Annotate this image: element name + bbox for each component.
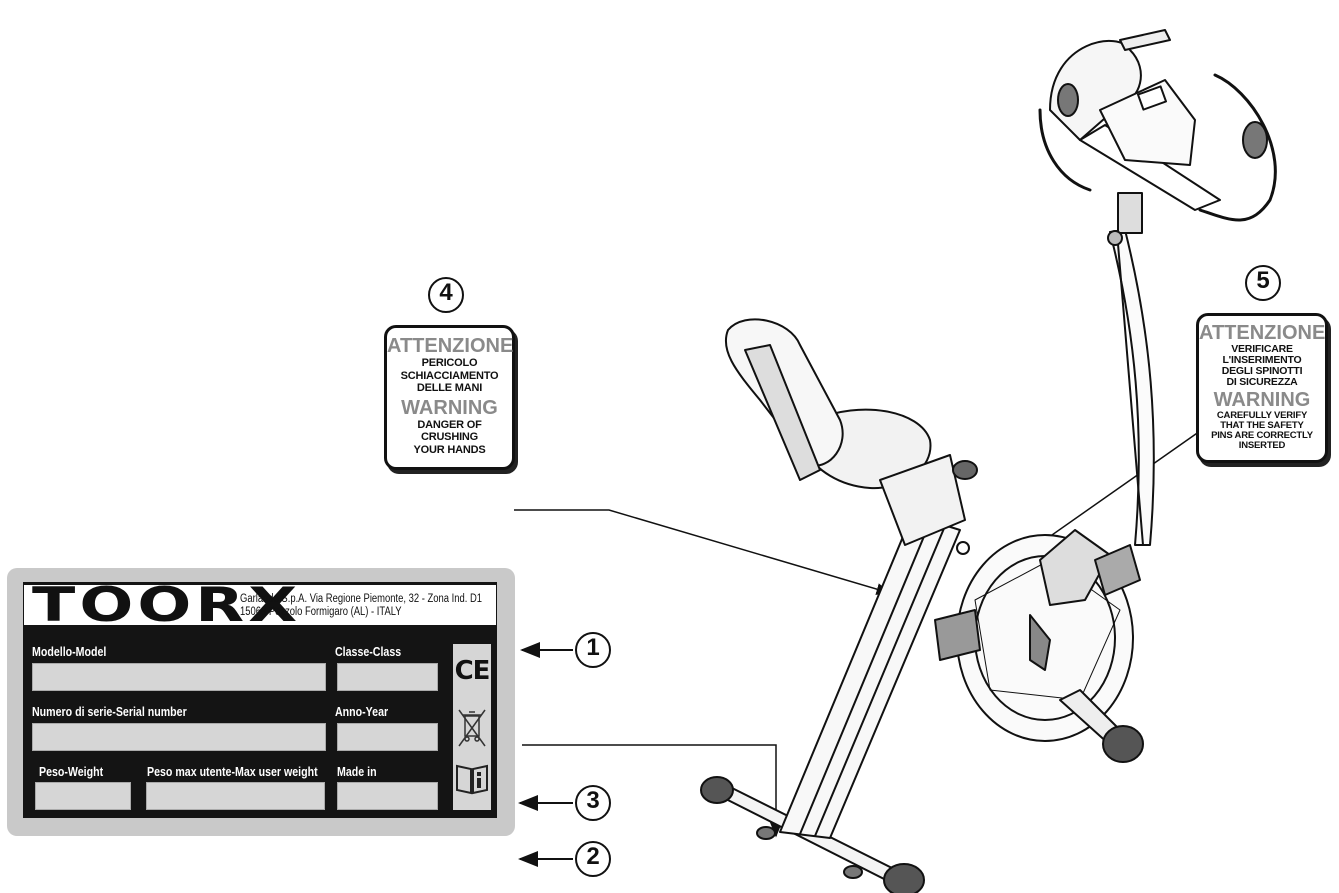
callout-2: 2 [575,841,611,877]
warning-line: INSERTED [1238,440,1286,451]
callout-3: 3 [575,785,611,821]
ce-mark-icon: CE [454,656,491,686]
warning-line: DEGLI SPINOTTI [1221,365,1303,377]
warning-line: CRUSHING [420,431,479,443]
warning-line: CAREFULLY VERIFY [1216,410,1308,421]
warning-head-en: WARNING [401,396,498,419]
serial-number-field [32,723,326,751]
warning-line: DELLE MANI [416,382,483,394]
warning-line: DANGER OF [417,418,482,431]
leader-line-4 [514,509,892,595]
serial-number-label: Numero di serie-Serial number [32,705,187,719]
warning-line: PERICOLO [421,357,478,369]
warning-head-en: WARNING [1213,389,1311,411]
max-user-weight-label: Peso max utente-Max user weight [147,765,318,779]
warning-line: SCHIACCIAMENTO [400,369,499,382]
warning-label-crushing-hands: ATTENZIONE PERICOLO SCHIACCIAMENTO DELLE… [384,325,515,470]
weee-crossed-bin-icon [458,709,486,747]
warning-head-it: ATTENZIONE [387,335,514,357]
weight-field [35,782,131,810]
callout-4: 4 [428,277,464,313]
model-field [32,663,326,691]
read-manual-icon [456,764,488,795]
warning-label-safety-pins: ATTENZIONE VERIFICARE L'INSERIMENTO DEGL… [1196,313,1328,463]
weight-label: Peso-Weight [39,765,104,779]
product-rating-plate: TOORX Garlando S.p.A. Via Regione Piemon… [7,568,515,836]
manufacturer-address-line2: 15068 Pozzolo Formigaro (AL) - ITALY [240,606,402,618]
max-user-weight-field [146,782,325,810]
plate-brand-strip: TOORX Garlando S.p.A. Via Regione Piemon… [24,578,496,633]
warning-line: PINS ARE CORRECTLY [1211,430,1313,441]
warning-line: THAT THE SAFETY [1220,420,1304,431]
warning-line: YOUR HANDS [413,443,486,456]
warning-line: L'INSERIMENTO [1222,354,1302,366]
class-field [337,663,438,691]
model-label: Modello-Model [32,645,107,659]
warning-head-it: ATTENZIONE [1199,322,1326,344]
callout-1: 1 [575,632,611,668]
brand-logo: TOORX [32,578,302,633]
manufacturer-address-line1: Garlando S.p.A. Via Regione Piemonte, 32… [240,593,483,605]
made-in-label: Made in [337,765,377,779]
callout-5: 5 [1245,265,1281,301]
class-label: Classe-Class [335,645,402,659]
warning-line: VERIFICARE [1231,343,1293,355]
made-in-field [337,782,438,810]
leader-line-plate [522,744,782,838]
year-field [337,723,438,751]
warning-line: DI SICUREZZA [1226,376,1298,388]
year-label: Anno-Year [335,705,389,719]
